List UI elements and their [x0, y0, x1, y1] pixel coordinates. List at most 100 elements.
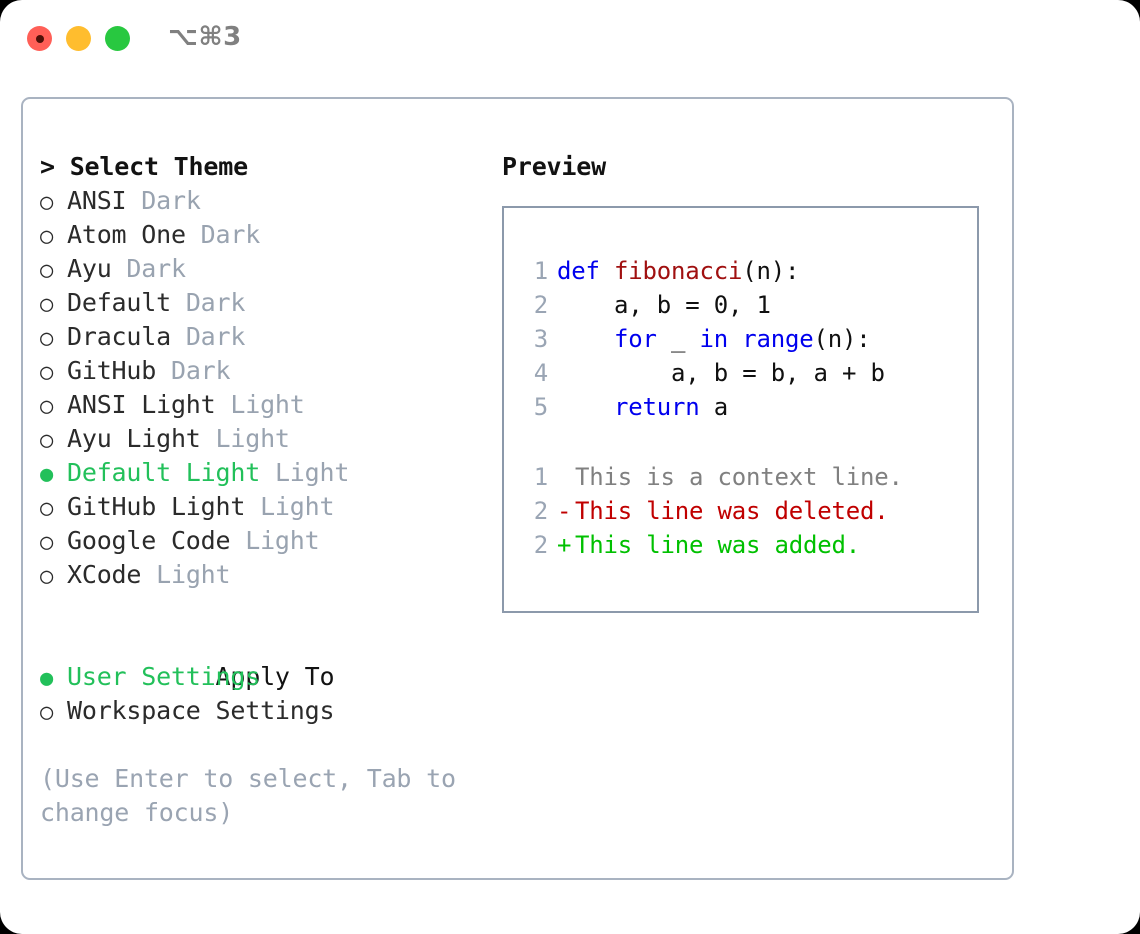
line-number: 1 [533, 463, 548, 491]
theme-option-label: ANSI Light [67, 390, 216, 419]
line-number: 5 [533, 393, 548, 421]
theme-option-label: Atom One [67, 220, 186, 249]
theme-option-dracula[interactable]: ○Dracula Dark [40, 320, 495, 354]
radio-unselected-icon: ○ [40, 360, 54, 385]
diff-sign: - [557, 497, 572, 525]
line-number: 2 [533, 531, 548, 559]
code-line-content: a, b = 0, 1 [557, 291, 771, 319]
theme-option-label: Ayu [67, 254, 112, 283]
label-tag-separator [216, 390, 231, 419]
theme-list: ○ANSI Dark○Atom One Dark○Ayu Dark○Defaul… [40, 184, 495, 592]
diff-line-add: 2+This line was added. [504, 528, 977, 562]
code-line-content: return a [557, 393, 728, 421]
theme-option-tag: Dark [185, 322, 246, 351]
label-tag-separator [201, 424, 216, 453]
theme-selection-column: > Select Theme ○ANSI Dark○Atom One Dark○… [40, 150, 495, 830]
diff-line-text: This line was added. [575, 531, 860, 559]
apply-to-heading: Apply To [40, 626, 495, 691]
theme-option-ansi-light[interactable]: ○ANSI Light Light [40, 388, 495, 422]
theme-option-tag: Light [245, 526, 320, 555]
code-token-plain: (n): [742, 257, 800, 285]
list-spacer [40, 592, 495, 626]
theme-option-tag: Dark [126, 254, 186, 283]
apply-to-option-label: Workspace Settings [67, 696, 335, 725]
theme-option-ayu[interactable]: ○Ayu Dark [40, 252, 495, 286]
radio-unselected-icon: ○ [40, 428, 54, 453]
theme-option-label: Default [67, 288, 171, 317]
line-number: 1 [533, 257, 548, 285]
radio-unselected-icon: ○ [40, 394, 54, 419]
code-line: 2 a, b = 0, 1 [504, 288, 977, 322]
label-tag-separator [260, 458, 275, 487]
theme-option-label: ANSI [67, 186, 127, 215]
radio-selected-icon: ● [40, 666, 54, 691]
theme-option-label: Google Code [67, 526, 231, 555]
minimize-button[interactable] [66, 26, 91, 51]
theme-option-label: XCode [67, 560, 142, 589]
diff-sign [557, 460, 575, 494]
theme-option-google-code[interactable]: ○ Google Code Light [40, 524, 495, 558]
label-tag-separator [245, 492, 260, 521]
diff-line-text: This line was deleted. [575, 497, 889, 525]
code-token-plain [728, 325, 742, 353]
code-line-content: a, b = b, a + b [557, 359, 885, 387]
radio-unselected-icon: ○ [40, 224, 54, 249]
code-token-plain: a, b = b, a + b [557, 359, 885, 387]
code-token-kw: in [699, 325, 729, 353]
theme-option-label: Ayu Light [67, 424, 201, 453]
theme-option-label: GitHub Light [67, 492, 246, 521]
window-controls [27, 26, 130, 51]
theme-option-tag: Dark [170, 356, 231, 385]
theme-option-default-light[interactable]: ●Default Light Light [40, 456, 495, 490]
theme-option-ayu-light[interactable]: ○Ayu Light Light [40, 422, 495, 456]
label-tag-separator [126, 186, 141, 215]
code-token-plain [557, 325, 614, 353]
theme-option-tag: Light [260, 492, 335, 521]
diff-sample: 1 This is a context line.2-This line was… [504, 460, 977, 562]
close-button[interactable] [27, 26, 52, 51]
code-token-plain: _ [656, 325, 700, 353]
diff-line-del: 2-This line was deleted. [504, 494, 977, 528]
label-tag-separator [230, 526, 245, 555]
radio-unselected-icon: ○ [40, 190, 54, 215]
code-line: 5 return a [504, 390, 977, 424]
code-line: 3 for _ in range(n): [504, 322, 977, 356]
label-tag-separator [171, 288, 186, 317]
line-number: 4 [533, 359, 548, 387]
preview-heading: Preview [502, 152, 606, 181]
theme-option-tag: Dark [141, 186, 201, 215]
theme-option-atom-one[interactable]: ○ Atom One Dark [40, 218, 495, 252]
theme-option-default[interactable]: ○Default Dark [40, 286, 495, 320]
theme-option-label: GitHub [67, 356, 157, 385]
main-panel: > Select Theme ○ANSI Dark○Atom One Dark○… [21, 97, 1014, 880]
code-token-plain: (n): [813, 325, 871, 353]
theme-option-tag: Dark [200, 220, 261, 249]
radio-selected-icon: ● [40, 462, 54, 487]
theme-option-github[interactable]: ○ GitHub Dark [40, 354, 495, 388]
label-tag-separator [186, 220, 201, 249]
code-line: 1 def fibonacci(n): [504, 254, 977, 288]
theme-option-ansi[interactable]: ○ ANSI Dark [40, 184, 495, 218]
code-line-content: def fibonacci(n): [557, 257, 799, 285]
apply-to-heading-label: Apply To [215, 662, 335, 691]
diff-line-text: This is a context line. [575, 463, 903, 491]
select-theme-heading: > Select Theme [40, 152, 248, 181]
theme-option-xcode[interactable]: ○XCode Light [40, 558, 495, 592]
code-token-kw: for [614, 325, 657, 353]
radio-unselected-icon: ○ [40, 326, 54, 351]
apply-to-option-user-settings[interactable]: ●User Settings [40, 660, 495, 694]
code-line: 4 a, b = b, a + b [504, 356, 977, 390]
radio-unselected-icon: ○ [40, 530, 54, 555]
theme-option-tag: Light [156, 560, 231, 589]
apply-to-option-workspace-settings[interactable]: ○Workspace Settings [40, 694, 495, 728]
diff-line-context: 1 This is a context line. [504, 460, 977, 494]
code-token-kw: return [614, 393, 700, 421]
maximize-button[interactable] [105, 26, 130, 51]
theme-option-tag: Light [274, 458, 350, 487]
label-tag-separator [141, 560, 156, 589]
theme-option-github-light[interactable]: ○GitHub Light Light [40, 490, 495, 524]
